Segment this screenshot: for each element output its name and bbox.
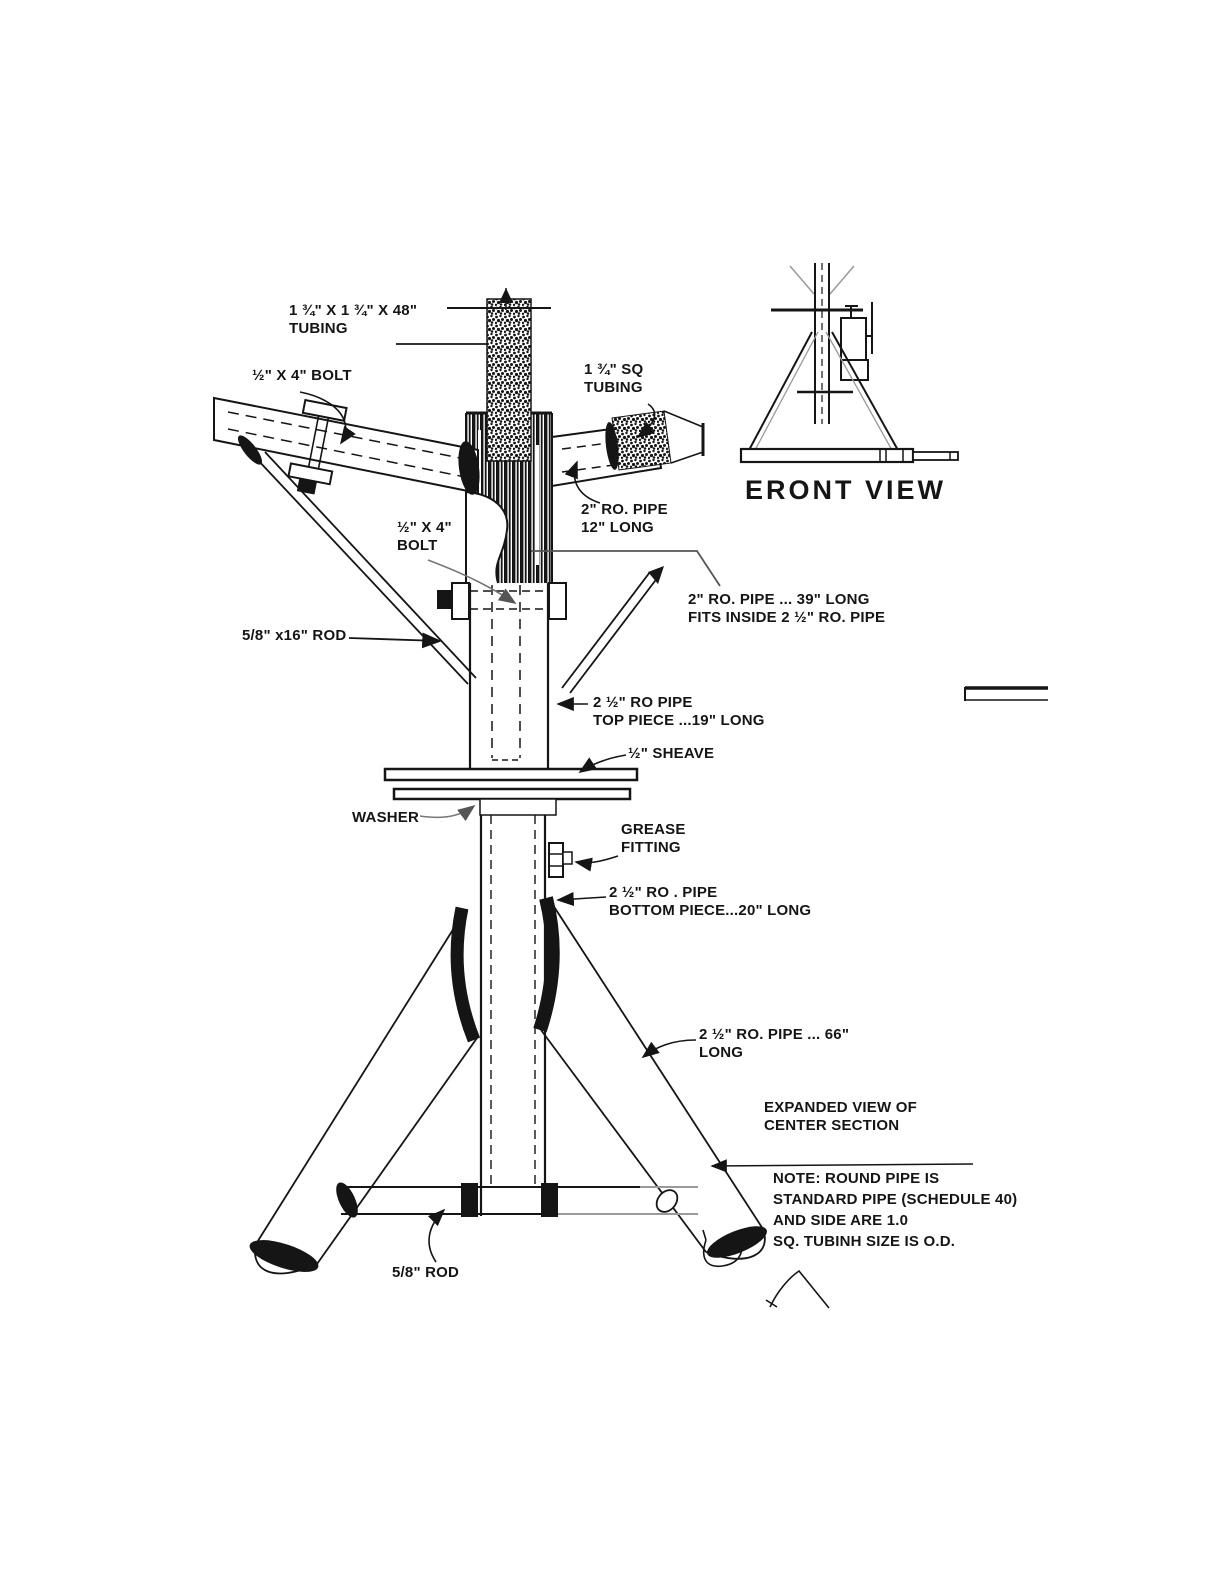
label-line: GREASE [621, 821, 686, 838]
label-line: TUBING [584, 379, 643, 396]
label-bolt-top: ½" X 4" BOLT [252, 367, 352, 385]
sketch-fragments [702, 1229, 830, 1309]
left-leg [249, 911, 478, 1275]
leader-lines [299, 343, 974, 1263]
label-line: 1 ¾" X 1 ¾" X 48" [289, 302, 418, 319]
upper-pipe-and-tubing [447, 288, 553, 584]
label-line: 5/8" ROD [392, 1264, 460, 1281]
label-line: ½" X 4" [397, 519, 452, 536]
label-line: 2" RO. PIPE [581, 501, 668, 518]
label-line: BOTTOM PIECE...20" LONG [609, 902, 812, 919]
label-rod-516: 5/8" x16" ROD [242, 627, 346, 645]
center-mast [450, 583, 560, 1216]
label-line: 12" LONG [581, 519, 654, 536]
label-line: CENTER SECTION [764, 1117, 900, 1134]
pipe-fragment [964, 686, 1048, 701]
label-ro-pipe-12: 2" RO. PIPE 12" LONG [581, 501, 668, 537]
label-line: 2 ½" RO PIPE [593, 694, 693, 711]
mid-bolt [437, 582, 567, 620]
label-line: AND SIDE ARE 1.0 [773, 1212, 909, 1229]
label-line: TUBING [289, 320, 348, 337]
label-line: 5/8" x16" ROD [242, 627, 347, 644]
grease-fitting-shape [548, 842, 573, 878]
label-washer: WASHER [352, 809, 419, 827]
label-line: SQ. TUBINH SIZE IS O.D. [773, 1233, 956, 1250]
label-bottom-piece: 2 ½" RO . PIPE BOTTOM PIECE...20" LONG [609, 884, 811, 920]
label-grease-fitting: GREASE FITTING [621, 821, 686, 857]
label-line: 1 ¾" SQ [584, 361, 644, 378]
label-rod-58: 5/8" ROD [392, 1264, 459, 1282]
right-rod [561, 566, 664, 694]
label-line: ERONT VIEW [745, 475, 947, 505]
arm-bolt [287, 398, 348, 495]
label-top-piece: 2 ½" RO PIPE TOP PIECE ...19" LONG [593, 694, 765, 730]
label-line: ½" SHEAVE [628, 745, 715, 762]
cross-rod [336, 1182, 698, 1218]
right-arm [551, 410, 705, 488]
label-front-view-title: ERONT VIEW [745, 477, 946, 504]
front-view-diagram [739, 263, 959, 464]
label-line: WASHER [352, 809, 420, 826]
label-line: ½" X 4" BOLT [252, 367, 352, 384]
label-line: BOLT [397, 537, 438, 554]
left-arm [213, 396, 480, 495]
label-line: TOP PIECE ...19" LONG [593, 712, 765, 729]
label-sq-tubing: 1 ¾" SQ TUBING [584, 361, 643, 397]
label-line: 2" RO. PIPE ... 39" LONG [688, 591, 870, 608]
label-note: NOTE: ROUND PIPE IS STANDARD PIPE (SCHED… [773, 1168, 1017, 1252]
label-pipe-39: 2" RO. PIPE ... 39" LONG FITS INSIDE 2 ½… [688, 591, 885, 627]
label-pipe-66: 2 ½" RO. PIPE ... 66" LONG [699, 1026, 849, 1062]
label-sheave: ½" SHEAVE [628, 745, 714, 763]
label-tubing-top: 1 ¾" X 1 ¾" X 48" TUBING [289, 302, 417, 338]
sheave-assembly [383, 767, 639, 816]
label-line: STANDARD PIPE (SCHEDULE 40) [773, 1191, 1018, 1208]
label-line: FITTING [621, 839, 681, 856]
label-line: EXPANDED VIEW OF [764, 1099, 917, 1116]
label-expanded-view: EXPANDED VIEW OF CENTER SECTION [764, 1099, 917, 1135]
label-bolt-mid: ½" X 4" BOLT [397, 519, 452, 555]
label-line: FITS INSIDE 2 ½" RO. PIPE [688, 609, 886, 626]
label-line: 2 ½" RO . PIPE [609, 884, 718, 901]
label-line: 2 ½" RO. PIPE ... 66" [699, 1026, 850, 1043]
label-line: LONG [699, 1044, 744, 1061]
right-leg [540, 901, 767, 1260]
label-line: NOTE: ROUND PIPE IS [773, 1170, 940, 1187]
